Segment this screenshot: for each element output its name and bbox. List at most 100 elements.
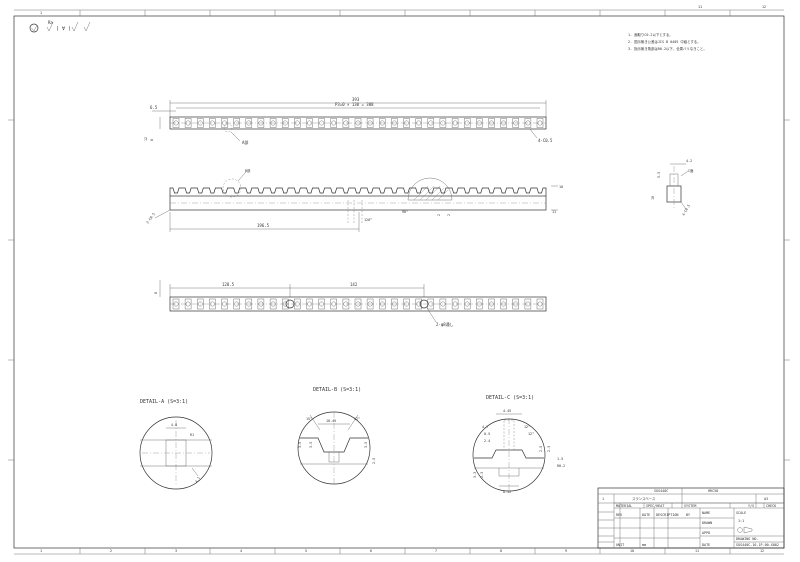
- zone-ticks: [8, 10, 790, 554]
- plan-hole: [416, 120, 422, 126]
- plan-pocket: [184, 118, 192, 128]
- plan-pocket: [318, 118, 325, 128]
- roughness-value: Ra: [48, 20, 53, 25]
- bottom-hole: [476, 301, 482, 307]
- plan-pocket: [172, 118, 180, 128]
- bottom-pocket: [197, 298, 204, 310]
- dim-pitch: P3=0 × 130 = 388: [335, 102, 374, 107]
- detail-c-dim-h3: 1.5: [557, 457, 563, 461]
- bottom-hole: [343, 301, 349, 307]
- bottom-pocket: [391, 298, 398, 310]
- end-height-b: 10: [651, 196, 655, 200]
- detail-a-callout: A部: [242, 139, 248, 145]
- plan-pocket: [197, 118, 204, 128]
- detail-a-dim-width: 4.8: [171, 423, 177, 427]
- bottom-hole: [282, 301, 288, 307]
- bottom-pocket: [366, 298, 374, 310]
- note-3: 3. 指示無き角部はR0.2以下、全周バリなきこと。: [628, 46, 707, 51]
- bottom-pocket: [488, 298, 495, 310]
- bottom-pocket: [354, 298, 362, 310]
- part-name: スランスベース: [632, 496, 656, 501]
- rev-col-rev: REV: [616, 513, 622, 517]
- side-angle-dim-b: 90°: [402, 210, 408, 214]
- detail-c-dim-h2: 2.3: [547, 446, 551, 452]
- detail-b: DETAIL-B (S=3:1) 15° 12° 10.45 3.5 3.5 3…: [297, 387, 376, 485]
- bottom-hole: [258, 301, 264, 307]
- plan-hole: [404, 120, 409, 126]
- bottom-hole: [501, 301, 507, 307]
- dim-height-b: 8: [150, 139, 154, 141]
- side-dim-right: 10: [559, 185, 563, 189]
- col-material: MATERIAL: [616, 504, 632, 508]
- bottom-pocket: [306, 298, 313, 310]
- note-1: 1. 面取りC0.2以下とする。: [628, 32, 673, 37]
- detail-c: DETAIL-C (S=3:1) 4.45 4.7 0.5 2.4 12° 12…: [472, 395, 565, 494]
- bottom-hole: [489, 301, 494, 307]
- plan-hole: [222, 120, 227, 126]
- plan-hole: [525, 120, 531, 126]
- bottom-hole: [209, 301, 215, 307]
- detail-c-dim-bottom: 8.52: [503, 490, 511, 494]
- plan-hole: [246, 120, 252, 126]
- bottom-hole: [246, 301, 252, 307]
- detail-b-dim-width: 10.45: [326, 419, 336, 423]
- plan-hole: [501, 120, 507, 126]
- bottom-pocket: [221, 298, 228, 310]
- bottom-hole: [464, 301, 470, 307]
- bottom-hole: [379, 301, 385, 307]
- col-finish: SPEC/HEAT: [646, 504, 664, 508]
- detail-a-dim-c: 4.1: [194, 476, 201, 483]
- side-view: B部 10 11 2-C0.5 196.5 120° 90° 2 2: [146, 168, 563, 232]
- bottom-dim-right: 142: [350, 282, 358, 287]
- plan-hole: [282, 120, 288, 126]
- bottom-pocket: [318, 298, 325, 310]
- bottom-pocket: [536, 298, 544, 310]
- plan-pocket: [269, 118, 277, 128]
- bottom-pocket: [269, 298, 277, 310]
- detail-c-dim-a: 4.7: [482, 425, 488, 429]
- plan-hole: [440, 120, 446, 126]
- plan-pocket: [463, 118, 471, 128]
- plan-pocket: [500, 118, 507, 128]
- bottom-hole: [222, 301, 227, 307]
- bottom-hole: [270, 301, 276, 307]
- through-hole-left: [285, 299, 295, 309]
- plan-hole: [355, 120, 361, 126]
- plan-hole: [307, 120, 312, 126]
- scale-value: 1:1: [738, 519, 744, 523]
- bottom-pocket: [415, 298, 422, 310]
- side-angle-dim: 120°: [364, 218, 372, 222]
- bottom-hole: [452, 301, 458, 307]
- bottom-pocket: [184, 298, 192, 310]
- plan-hole: [476, 120, 482, 126]
- detail-b-dim-h2: 3.5: [309, 442, 313, 448]
- bottom-pocket: [245, 298, 253, 310]
- bottom-hole: [428, 301, 434, 307]
- title-block: SUS440C HRC58 1 スランスベース A3 MATERIAL SPEC…: [597, 487, 785, 549]
- plan-view: 393 P3=0 × 130 = 388 6.5 12 8 A部 4-C0.5: [144, 97, 553, 145]
- detail-c-dim-top: 4.45: [503, 409, 511, 413]
- bottom-hole: [331, 301, 337, 307]
- plan-hole: [185, 120, 191, 126]
- sheet-border: [13, 15, 785, 549]
- end-chamfer-label: 4-C0.5: [681, 204, 691, 217]
- end-c-label: C面: [688, 168, 694, 173]
- rev-col-desc: DESCRIPTION: [656, 513, 678, 517]
- zone-label-top-a: 11: [698, 5, 702, 9]
- bottom-hole: [440, 301, 446, 307]
- plan-hole: [173, 120, 179, 126]
- plan-hole: [379, 120, 385, 126]
- detail-c-dim-r: R0.2: [557, 464, 565, 468]
- plan-hole: [197, 120, 203, 126]
- bottom-hole: [294, 301, 300, 307]
- unit-value: mm: [642, 543, 646, 547]
- plan-pocket: [476, 118, 483, 128]
- bottom-pocket: [379, 298, 386, 310]
- side-dim-length: 196.5: [257, 223, 270, 228]
- plan-hole: [331, 120, 337, 126]
- projection-symbol-cone: [743, 526, 753, 534]
- plan-hole: [428, 120, 434, 126]
- plan-pocket: [245, 118, 253, 128]
- plan-pocket: [439, 118, 447, 128]
- bottom-pocket: [500, 298, 507, 310]
